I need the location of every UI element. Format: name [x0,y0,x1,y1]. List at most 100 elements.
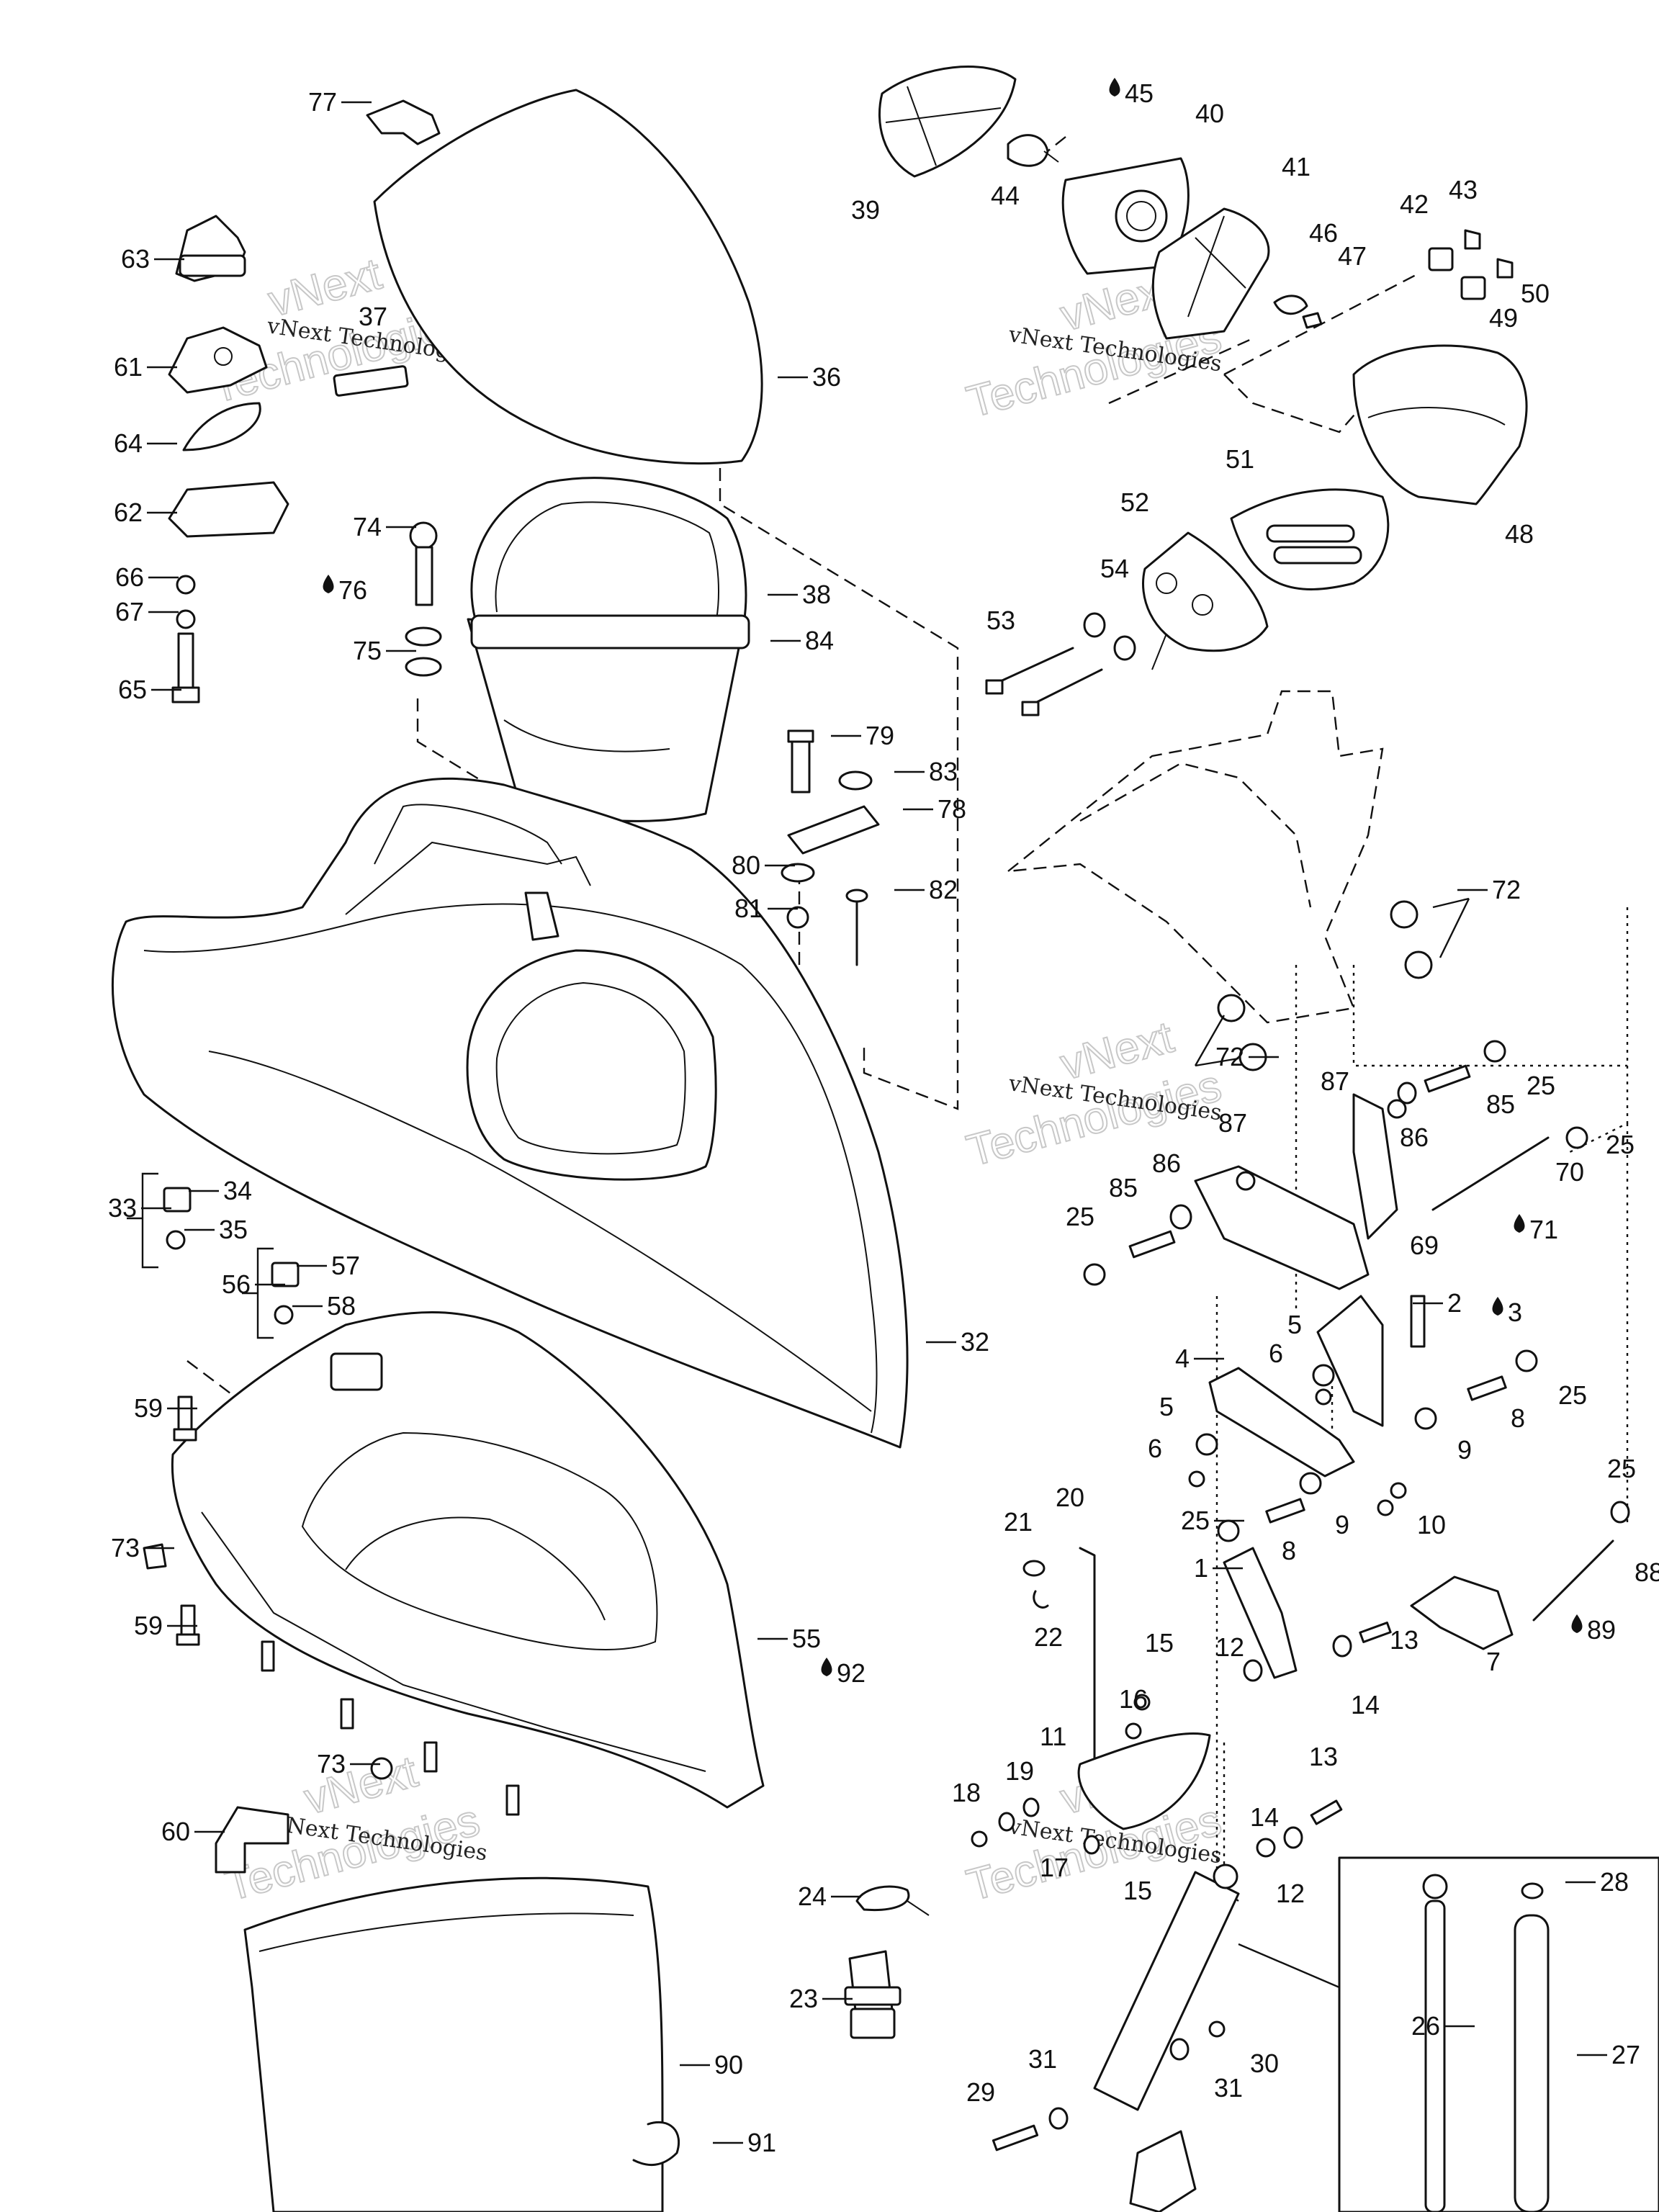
callout-64: 64 [114,428,177,458]
callout-number: 58 [327,1291,356,1321]
callout-number: 49 [1489,303,1518,333]
callout-number: 77 [308,87,337,117]
linkage-arms [1083,1040,1588,1290]
callout-number: 80 [732,850,760,880]
callout-number: 6 [1148,1434,1162,1463]
callout-number: 73 [317,1749,346,1779]
callout-number: 25 [1181,1506,1210,1535]
callout-25: 25 [1181,1506,1244,1535]
callout-number: 59 [134,1393,163,1423]
callout-number: 25 [1558,1380,1587,1410]
callout-number: 57 [331,1251,360,1280]
callout-11: 11 [1040,1722,1066,1751]
callout-number: 25 [1066,1202,1094,1231]
callout-1: 1 [1194,1553,1243,1583]
callout-71: 71 [1514,1214,1558,1244]
callout-number: 7 [1486,1647,1501,1676]
callout-78: 78 [903,794,966,824]
callout-23: 23 [789,1984,853,2013]
windshield-panel [373,89,763,465]
callout-number: 70 [1555,1157,1584,1187]
callout-43: 43 [1449,175,1478,204]
callout-number: 64 [114,428,143,458]
callout-87: 87 [1321,1066,1349,1096]
callout-70: 70 [1555,1157,1584,1187]
callout-number: 19 [1005,1756,1034,1786]
callout-number: 1 [1194,1553,1208,1583]
callout-90: 90 [680,2050,743,2080]
callout-number: 15 [1145,1628,1174,1658]
callout-number: 91 [747,2128,776,2157]
callout-number: 14 [1250,1802,1279,1832]
callout-number: 74 [353,512,382,541]
callout-13: 13 [1309,1742,1338,1771]
callout-number: 25 [1527,1071,1555,1100]
callout-39: 39 [851,195,880,225]
callout-number: 75 [353,636,382,665]
callout-number: 42 [1400,189,1429,219]
callout-number: 22 [1034,1622,1063,1652]
callout-number: 28 [1600,1867,1629,1897]
callout-number: 31 [1214,2073,1243,2103]
callout-73: 73 [111,1533,174,1563]
gas-strut-assembly [992,1856,1659,2212]
callout-30: 30 [1250,2049,1279,2078]
callout-number: 4 [1175,1344,1190,1373]
callout-number: 79 [866,721,894,750]
tub-fasteners [143,1395,520,1816]
callout-41: 41 [1282,152,1310,181]
callout-number: 83 [929,757,958,786]
callout-25: 25 [1558,1380,1587,1410]
callout-number: 12 [1215,1632,1244,1662]
callout-29: 29 [966,2077,995,2107]
callout-number: 60 [161,1817,190,1846]
callout-6: 6 [1148,1434,1162,1463]
callout-42: 42 [1400,189,1429,219]
callout-number: 71 [1529,1215,1558,1244]
callout-number: 59 [134,1611,163,1640]
callout-number: 92 [837,1658,866,1688]
callout-number: 18 [952,1778,981,1807]
callout-6: 6 [1269,1339,1283,1368]
callout-72: 72 [1457,875,1521,904]
callout-number: 3 [1508,1298,1522,1327]
callout-18: 18 [952,1778,981,1807]
callout-number: 62 [114,498,143,527]
callout-80: 80 [732,850,795,880]
dash-console-top [878,66,1514,340]
oil-drop-icon [1492,1297,1503,1316]
callout-14: 14 [1351,1690,1380,1719]
callout-60: 60 [161,1817,225,1846]
callout-20: 20 [1056,1483,1084,1512]
callout-76: 76 [323,575,367,605]
callout-87: 87 [1218,1108,1247,1138]
callout-35: 35 [184,1215,248,1244]
callout-number: 13 [1309,1742,1338,1771]
callout-number: 9 [1457,1435,1472,1465]
callout-number: 54 [1100,554,1129,583]
callout-22: 22 [1034,1622,1063,1652]
callout-27: 27 [1577,2040,1640,2069]
callout-45: 45 [1109,78,1154,108]
callout-17: 17 [1040,1853,1069,1882]
callout-number: 12 [1276,1879,1305,1908]
callout-16: 16 [1119,1684,1148,1714]
callout-59: 59 [134,1393,197,1423]
callout-number: 41 [1282,152,1310,181]
callout-15: 15 [1145,1628,1174,1658]
callout-51: 51 [1226,444,1254,474]
lower-storage-tub [171,1311,765,1809]
oil-drop-icon [1571,1614,1583,1633]
callout-number: 5 [1159,1392,1174,1421]
callout-number: 45 [1125,78,1154,108]
callout-84: 84 [770,626,834,655]
callout-32: 32 [926,1327,989,1357]
callout-25: 25 [1527,1071,1555,1100]
callout-number: 26 [1411,2011,1440,2041]
callout-31: 31 [1214,2073,1243,2103]
callout-57: 57 [297,1251,360,1280]
callout-73: 73 [317,1749,380,1779]
callout-3: 3 [1492,1297,1522,1327]
